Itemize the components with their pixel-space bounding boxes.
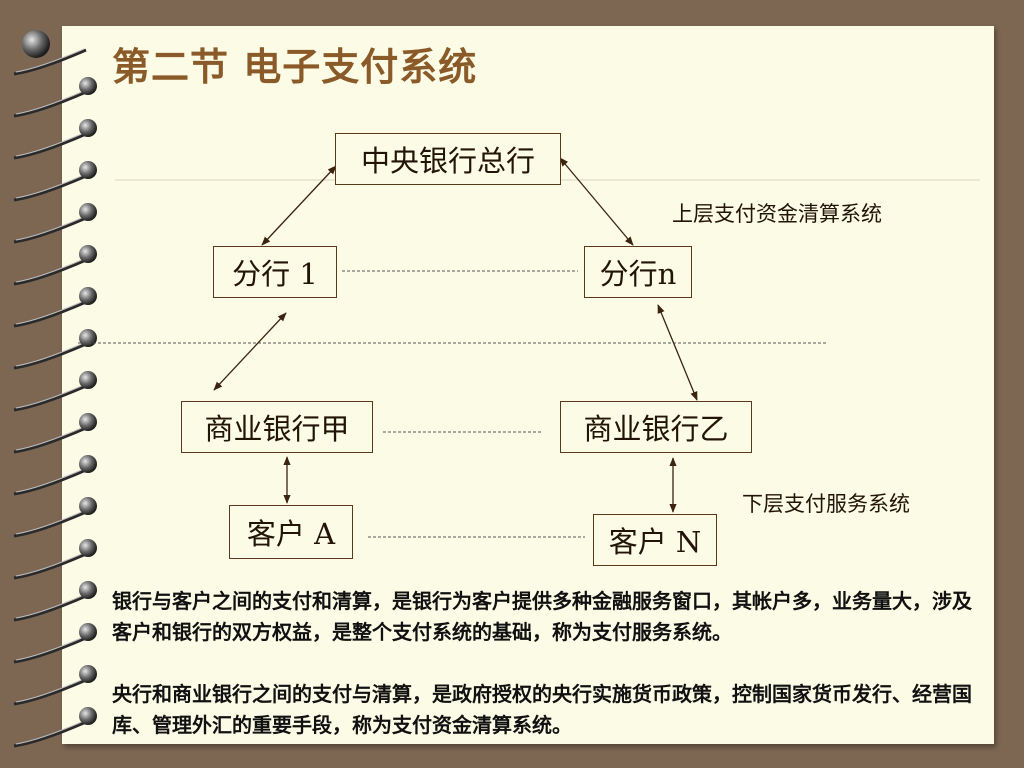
binding-wire xyxy=(13,678,87,706)
binding-wire-highlight xyxy=(15,300,85,325)
binding-wire-highlight xyxy=(15,90,85,115)
binding-wire xyxy=(13,258,87,286)
binding-wire-highlight xyxy=(15,468,85,493)
binding-wire xyxy=(13,90,87,118)
binding-wire xyxy=(13,636,87,664)
binding-wire-highlight xyxy=(15,342,85,367)
lower-layer-label: 下层支付服务系统 xyxy=(742,492,910,516)
binding-ring xyxy=(79,623,97,641)
binding-wire-highlight xyxy=(15,48,85,73)
binding-wire-highlight xyxy=(15,426,85,451)
node-client-n: 客户 N xyxy=(593,514,717,566)
binding-ring xyxy=(79,413,97,431)
binding-wire-highlight xyxy=(15,678,85,703)
node-branch-1: 分行 1 xyxy=(213,246,337,298)
binding-ring xyxy=(79,581,97,599)
binding-wire-highlight xyxy=(15,132,85,157)
binding-ring xyxy=(79,77,97,95)
binding-ring xyxy=(79,245,97,263)
binding-wire xyxy=(13,594,87,622)
binding-wire-highlight xyxy=(15,384,85,409)
binding-wire-highlight xyxy=(15,636,85,661)
binding-ring xyxy=(79,539,97,557)
node-bank-b: 商业银行乙 xyxy=(560,401,752,453)
node-branch-n: 分行n xyxy=(584,246,692,298)
node-bank-a: 商业银行甲 xyxy=(181,401,373,453)
description-paragraph-clearing: 央行和商业银行之间的支付与清算，是政府授权的央行实施货币政策，控制国家货币发行、… xyxy=(112,682,972,737)
binding-wire xyxy=(13,552,87,580)
upper-layer-label: 上层支付资金清算系统 xyxy=(672,202,882,226)
binding-wire-highlight xyxy=(15,174,85,199)
binding-wire xyxy=(13,174,87,202)
binding-wire-highlight xyxy=(15,552,85,577)
binding-ring xyxy=(79,161,97,179)
binding-ring xyxy=(79,665,97,683)
binding-wire-highlight xyxy=(15,720,85,745)
node-central-bank: 中央银行总行 xyxy=(335,133,561,185)
binding-ring xyxy=(79,707,97,725)
spiral-binding xyxy=(13,30,97,748)
binding-ring xyxy=(79,203,97,221)
binding-wire-highlight xyxy=(15,510,85,535)
binding-wire xyxy=(13,510,87,538)
binding-ring xyxy=(79,329,97,347)
node-client-a: 客户 A xyxy=(229,505,353,559)
binding-wire xyxy=(13,426,87,454)
binding-wire xyxy=(13,468,87,496)
binding-wire-highlight xyxy=(15,594,85,619)
binding-wire xyxy=(13,300,87,328)
description-paragraph-service: 银行与客户之间的支付和清算，是银行为客户提供多种金融服务窗口，其帐户多，业务量大… xyxy=(112,589,972,644)
binding-wire xyxy=(13,342,87,370)
binding-wire xyxy=(13,48,87,76)
binding-wire xyxy=(13,132,87,160)
page-title: 第二节 电子支付系统 xyxy=(112,45,478,89)
binding-wire xyxy=(13,720,87,748)
binding-ring xyxy=(79,287,97,305)
binding-ring xyxy=(79,371,97,389)
binding-wire xyxy=(13,384,87,412)
binding-wire xyxy=(13,216,87,244)
binding-ring xyxy=(79,497,97,515)
binding-ring xyxy=(22,30,50,58)
binding-wire-highlight xyxy=(15,258,85,283)
binding-wire-highlight xyxy=(15,216,85,241)
binding-ring xyxy=(79,455,97,473)
binding-ring xyxy=(79,119,97,137)
